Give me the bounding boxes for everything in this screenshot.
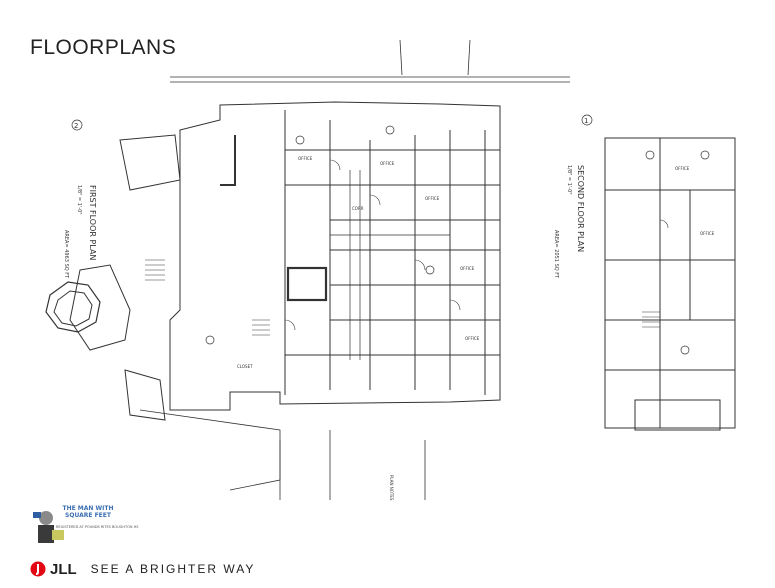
first-floor-number: 2	[74, 122, 78, 130]
room-label: OFFICE	[298, 156, 313, 161]
room-label: OFFICE	[425, 196, 440, 201]
room-label: OFFICE	[465, 336, 480, 341]
tagline: SEE A BRIGHTER WAY	[90, 562, 256, 576]
closet-label: CLOSET	[237, 364, 253, 369]
mascot-logo	[33, 511, 64, 543]
plan-note: PLAN NOTES	[389, 475, 394, 501]
room-label: OFFICE	[380, 161, 395, 166]
room-label: OFFICE	[700, 231, 715, 236]
jll-logo-icon	[30, 561, 46, 577]
page-title: FLOORPLANS	[30, 36, 177, 59]
mascot-subtitle: REGISTERED AT POUNDS RITES BOUGHTON HS	[56, 525, 139, 529]
corridor-label: CORR	[352, 206, 364, 211]
footer-brand: JLL SEE A BRIGHTER WAY	[30, 559, 255, 579]
room-label: OFFICE	[460, 266, 475, 271]
first-floor-area: AREA= 4963 SQ FT	[63, 230, 69, 279]
second-floor-area: AREA= 2051 SQ FT	[553, 230, 559, 279]
second-floor-number: 1	[584, 117, 588, 125]
second-floor-scale: 1/8" = 1'-0"	[566, 165, 572, 195]
room-label: OFFICE	[675, 166, 690, 171]
floor-plan-drawing: FIRST FLOOR PLAN 1/8" = 1'-0" AREA= 4963…	[30, 20, 745, 525]
floor-plan-svg: FIRST FLOOR PLAN 1/8" = 1'-0" AREA= 4963…	[45, 39, 736, 501]
first-floor-title: FIRST FLOOR PLAN	[88, 185, 97, 260]
second-floor-title: SECOND FLOOR PLAN	[576, 165, 585, 252]
mascot-title: THE MAN WITH SQUARE FEET	[62, 505, 114, 519]
jll-wordmark: JLL	[50, 560, 77, 578]
first-floor-scale: 1/8" = 1'-0"	[76, 185, 82, 215]
